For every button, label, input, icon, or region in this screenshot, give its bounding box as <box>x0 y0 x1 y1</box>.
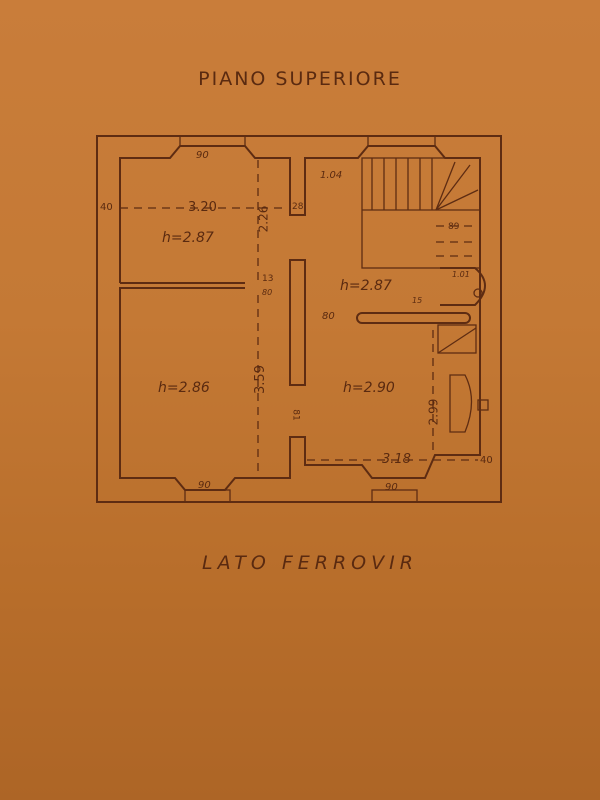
label-wall-left: 40 <box>100 202 113 213</box>
label-pier: 28 <box>292 202 304 212</box>
label-room-height-bottom-right: h=2.90 <box>343 380 395 396</box>
central-partition <box>289 259 306 386</box>
label-stair-landing: 1.04 <box>320 170 343 181</box>
window-top-left <box>179 135 246 147</box>
label-room-depth-top: 2.26 <box>256 205 271 233</box>
fireplace <box>449 374 473 433</box>
bathroom <box>440 267 486 306</box>
label-room-width-top: 3.20 <box>188 200 217 215</box>
label-wall-15: 15 <box>412 296 423 305</box>
label-opening: 81 <box>290 409 301 421</box>
window-bottom-left <box>184 489 231 503</box>
label-window-bottom-left: 90 <box>198 480 211 491</box>
label-stair-width: 89 <box>448 222 460 232</box>
label-room-height-top-left: h=2.87 <box>162 230 214 246</box>
window-top-right <box>367 135 436 147</box>
label-room-height-hall: h=2.87 <box>340 278 392 294</box>
label-bath: 1.01 <box>452 270 470 279</box>
staircase <box>361 157 481 269</box>
label-door-hall: 80 <box>322 311 335 322</box>
window-bottom-right <box>371 489 418 503</box>
label-dim-window-top-left: 90 <box>196 150 209 161</box>
label-room-depth-bottom-right: 2.99 <box>426 398 441 426</box>
label-window-bottom-right: 90 <box>385 482 398 493</box>
label-room-depth-bottom-left: 3.59 <box>252 365 268 394</box>
plan-footer: LATO FERROVIR <box>202 552 418 574</box>
label-wall-right: 40 <box>480 455 493 466</box>
label-room-height-bottom-left: h=2.86 <box>158 380 210 396</box>
label-door-left: 80 <box>262 288 273 297</box>
label-wall-13: 13 <box>262 274 274 284</box>
label-room-width-bottom-right: 3.18 <box>382 452 411 467</box>
plan-title: PIANO SUPERIORE <box>198 68 402 90</box>
outer-wall <box>96 135 502 503</box>
